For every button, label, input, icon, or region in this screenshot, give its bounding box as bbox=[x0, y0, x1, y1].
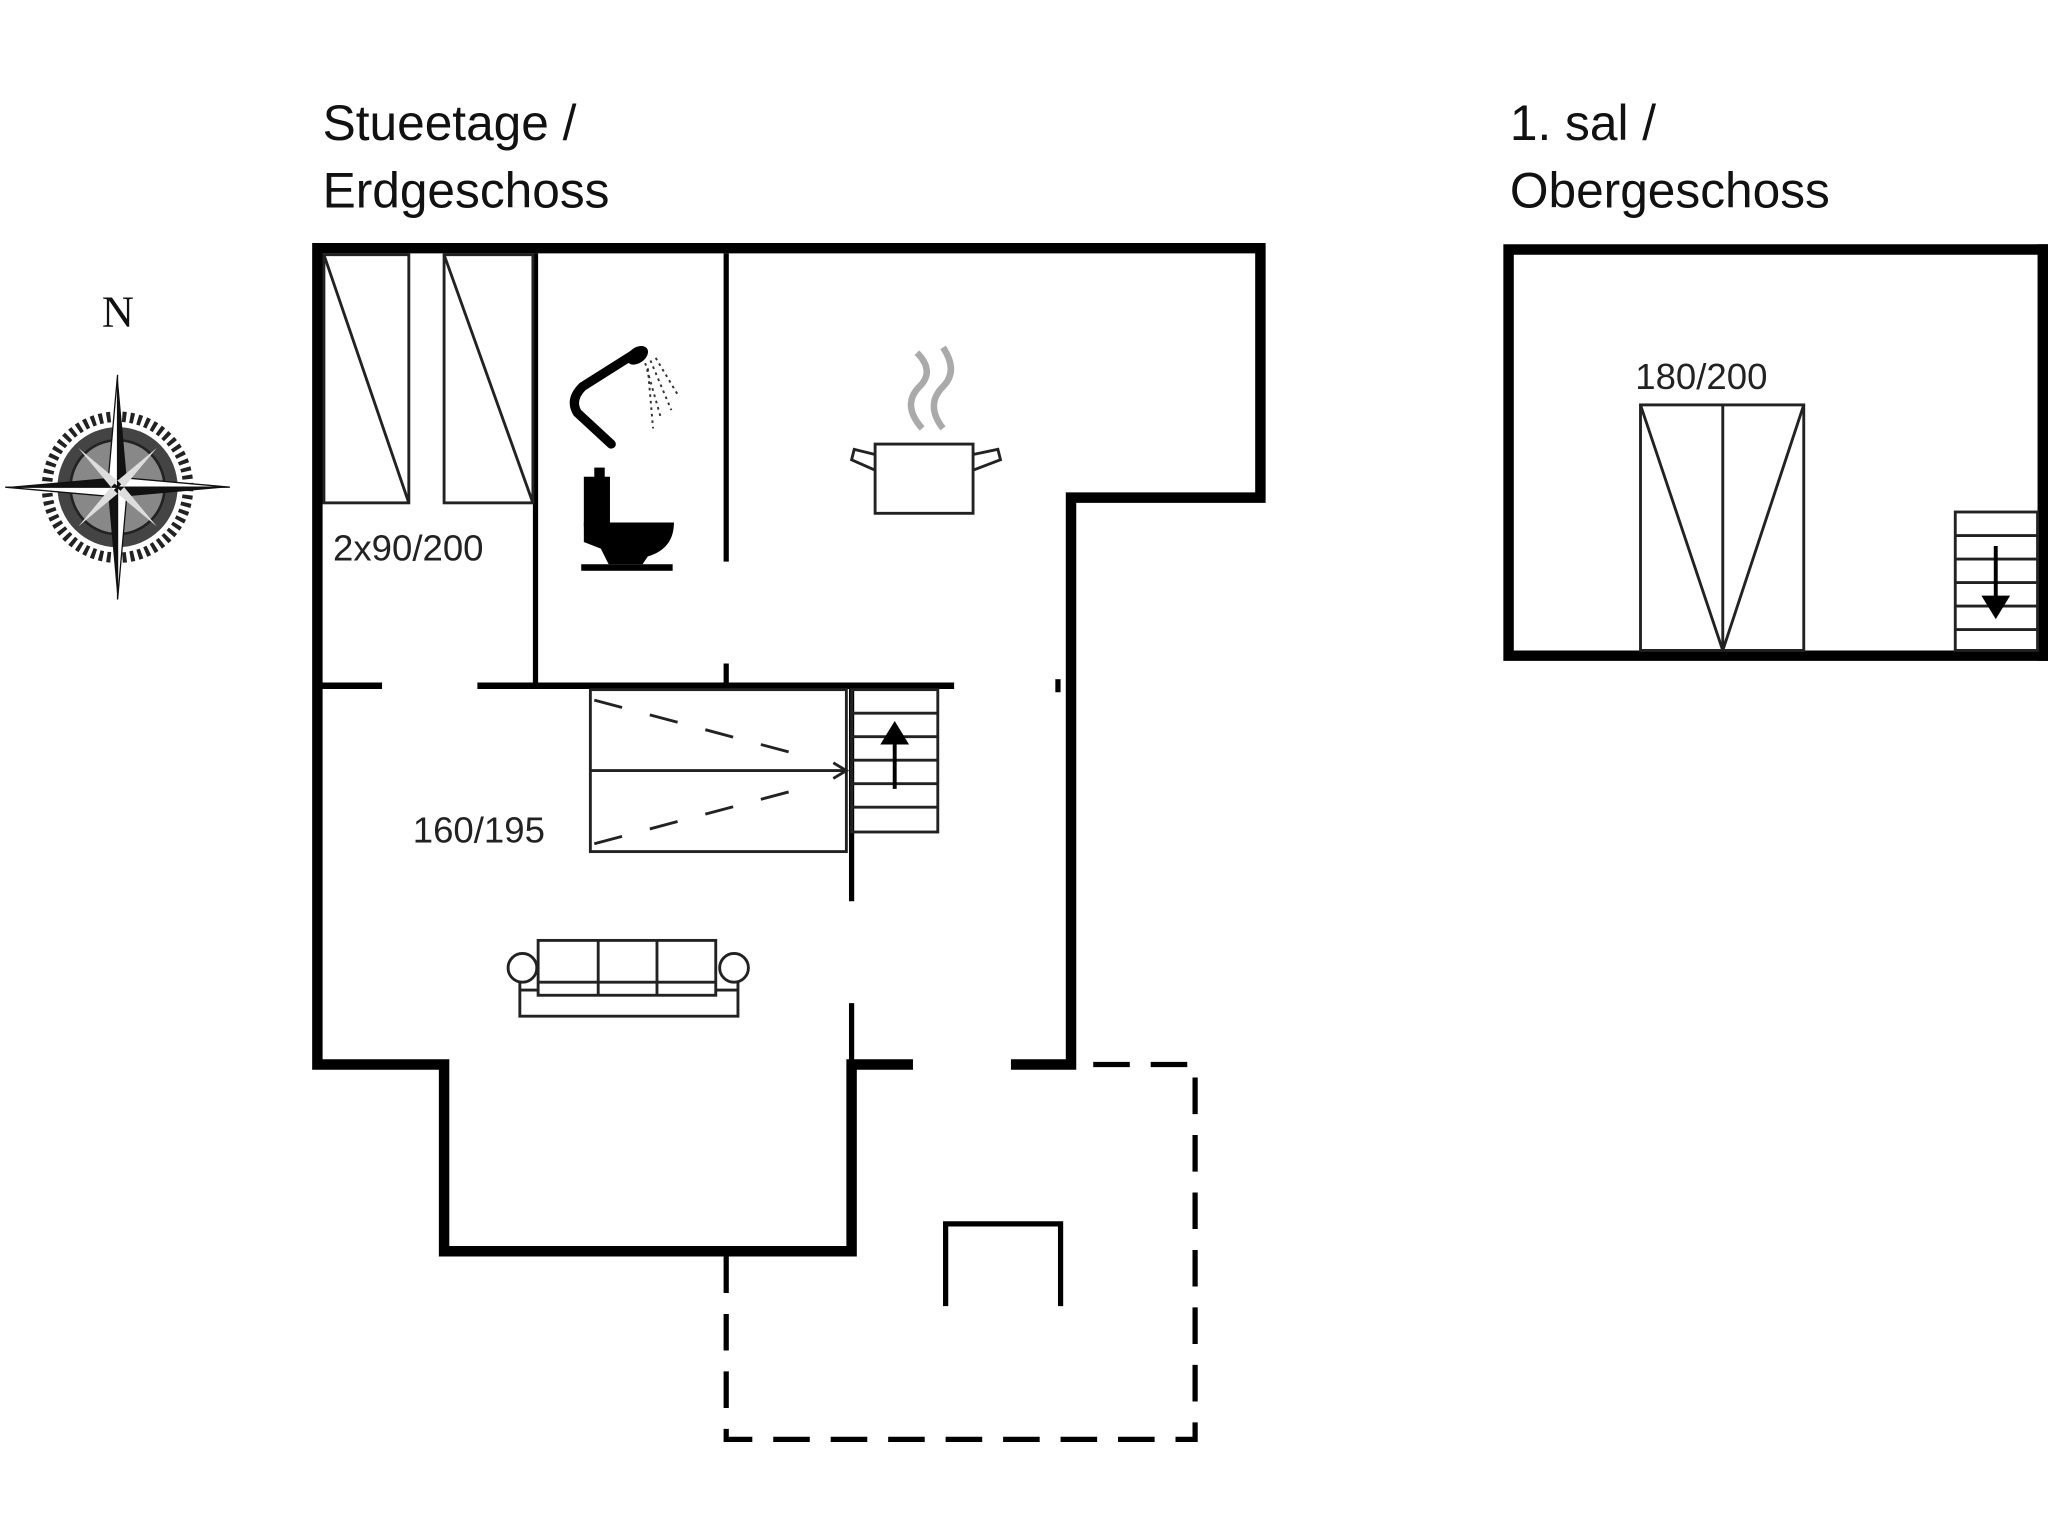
terrace bbox=[723, 1061, 1198, 1442]
upper-double-bed bbox=[1639, 403, 1806, 652]
compass-rose-icon bbox=[5, 374, 230, 600]
ground-floor-title-line2: Erdgeschoss bbox=[323, 163, 610, 219]
sofa-icon bbox=[506, 938, 750, 1018]
north-label: N bbox=[102, 287, 134, 337]
toilet-icon bbox=[581, 467, 674, 571]
single-beds bbox=[322, 253, 535, 505]
double-bed bbox=[588, 688, 850, 854]
compass: N bbox=[5, 287, 230, 600]
stairs-down-icon bbox=[1953, 510, 2039, 652]
upper-bed-label: 180/200 bbox=[1635, 356, 1767, 397]
ground-floor: Stueetage / Erdgeschoss 2x90/200 bbox=[312, 95, 1266, 1442]
double-bed-label: 160/195 bbox=[413, 809, 545, 850]
stairs-up-icon bbox=[850, 688, 940, 834]
upper-floor-title-line1: 1. sal / bbox=[1510, 95, 1656, 151]
cooking-pot-icon bbox=[849, 345, 1003, 515]
exterior-walls bbox=[312, 242, 1266, 1257]
upper-floor: 1. sal / Obergeschoss 180/200 bbox=[1503, 95, 2048, 661]
single-beds-label: 2x90/200 bbox=[333, 527, 483, 568]
shower-icon bbox=[569, 345, 681, 449]
ground-floor-title-line1: Stueetage / bbox=[323, 95, 577, 151]
upper-floor-title-line2: Obergeschoss bbox=[1510, 163, 1830, 219]
